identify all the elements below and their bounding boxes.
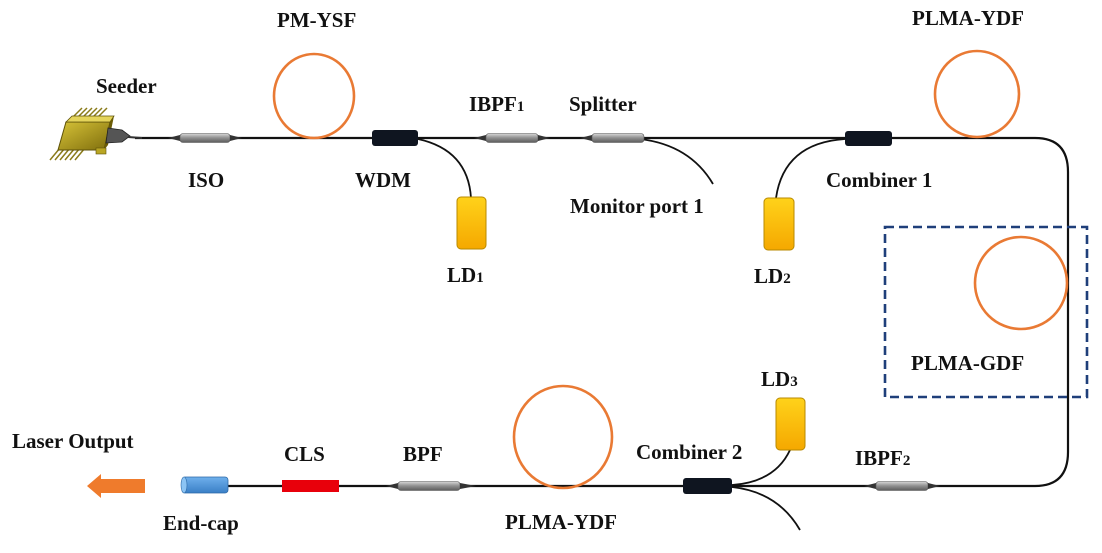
label-iso: ISO <box>188 168 224 192</box>
plma-gdf-dashed-box <box>883 225 1089 399</box>
wdm-coupler <box>372 130 418 146</box>
label-laser-output: Laser Output <box>12 429 134 453</box>
ld3-pump <box>775 397 806 451</box>
laser-output-arrow-icon <box>87 474 145 498</box>
label-monitor-port: Monitor port 1 <box>570 194 704 218</box>
label-combiner1: Combiner 1 <box>826 168 932 192</box>
combiner2-coupler <box>683 478 732 494</box>
label-bpf: BPF <box>403 442 443 466</box>
coil-plma-ydf-bottom <box>512 384 614 490</box>
label-ld3-sub: 3 <box>790 374 798 390</box>
label-splitter: Splitter <box>569 92 637 116</box>
seeder-icon <box>49 107 143 161</box>
label-end-cap: End-cap <box>163 511 239 535</box>
fiber-combiner2-spare <box>731 486 801 531</box>
label-ld1-main: LD <box>447 263 476 287</box>
fiber-ld3-to-combiner2 <box>731 449 791 486</box>
fiber-ld2-to-combiner1 <box>775 138 846 199</box>
label-ld1: LD1 <box>447 263 484 287</box>
coil-plma-gdf <box>973 235 1069 331</box>
label-ibpf2-sub: 2 <box>903 453 911 469</box>
cls-stripper <box>282 480 339 492</box>
label-ld2-main: LD <box>754 264 783 288</box>
filter-bpf <box>386 481 476 491</box>
label-plma-ydf-bottom: PLMA-YDF <box>505 510 617 534</box>
label-plma-ydf-top: PLMA-YDF <box>912 6 1024 30</box>
label-ld2: LD2 <box>754 264 791 288</box>
label-ld3-main: LD <box>761 367 790 391</box>
fiber-wdm-to-ld1 <box>417 138 472 199</box>
filter-ibpf2 <box>864 481 940 491</box>
splitter <box>580 133 645 143</box>
filter-ibpf1 <box>474 133 550 143</box>
label-combiner2: Combiner 2 <box>636 440 742 464</box>
label-plma-gdf: PLMA-GDF <box>911 351 1024 375</box>
label-seeder: Seeder <box>96 74 157 98</box>
fiber-top-line <box>135 136 1070 488</box>
label-pm-ysf: PM-YSF <box>277 8 356 32</box>
label-ibpf2: IBPF2 <box>855 446 910 470</box>
ld2-pump <box>763 197 795 251</box>
combiner1-coupler <box>845 131 892 146</box>
label-ibpf2-main: IBPF <box>855 446 903 470</box>
coil-plma-ydf-top <box>933 49 1021 139</box>
ld1-pump <box>456 196 487 250</box>
label-ld3: LD3 <box>761 367 798 391</box>
label-ld2-sub: 2 <box>783 271 791 287</box>
label-ld1-sub: 1 <box>476 270 484 286</box>
fiber-monitor-port-1 <box>639 138 714 185</box>
label-ibpf1-main: IBPF <box>469 92 517 116</box>
main-fiber <box>135 136 1070 488</box>
isolator-iso <box>168 133 242 143</box>
end-cap <box>180 476 229 494</box>
coil-pm-ysf <box>272 52 356 140</box>
label-cls: CLS <box>284 442 325 466</box>
label-ibpf1: IBPF1 <box>469 92 524 116</box>
label-wdm: WDM <box>355 168 411 192</box>
label-ibpf1-sub: 1 <box>517 99 525 115</box>
